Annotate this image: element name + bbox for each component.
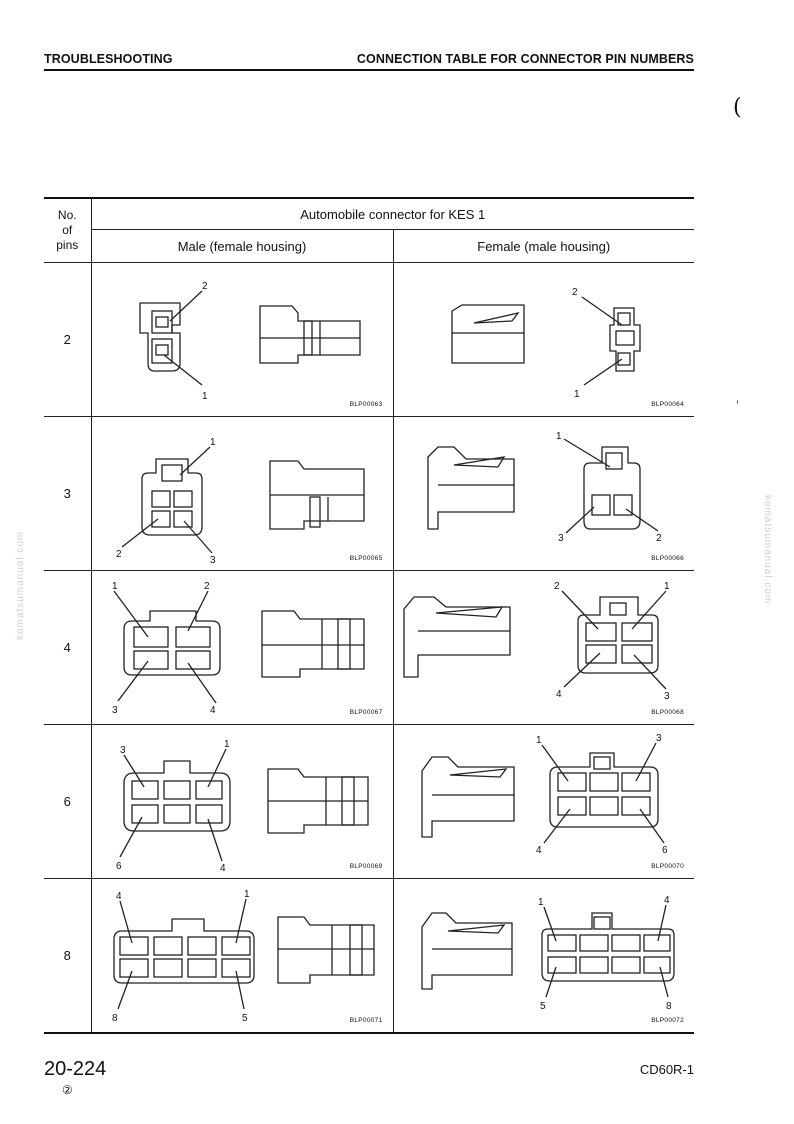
female-connector-cell: 1 4 5 8 BLP00072 [392,878,694,1034]
pin-label: 4 [664,895,670,906]
group-header: Automobile connector for KES 1 [90,198,694,230]
male-connector-cell: 3 1 6 4 BLP00069 [90,724,394,879]
female-connector-cell: 1 3 4 6 BLP00070 [392,724,694,879]
pin-label: 1 [538,897,544,908]
pin-label: 1 [244,889,250,900]
pin-label: 2 [204,581,210,592]
figure-code: BLP00067 [349,709,383,716]
female-8pin-connector-drawing: 1 4 5 8 [420,895,675,1012]
pins-header-line: No. [57,208,77,222]
pin-label: 4 [220,863,226,874]
header-section-title: TROUBLESHOOTING [44,52,173,66]
pin-label: 2 [554,581,560,592]
watermark-left: komatsumanual.com [15,530,26,640]
female-connector-cell: 1 3 2 BLP00066 [392,416,694,571]
female-4pin-connector-drawing: 2 1 4 3 [402,581,670,702]
pin-count: 4 [44,570,92,725]
male-connector-cell: 2 1 BLP00063 [90,262,394,417]
pin-label: 1 [574,389,580,400]
pin-label: 3 [656,733,662,744]
pin-label: 3 [210,555,216,566]
pin-label: 6 [662,845,668,856]
connector-table: No. of pins Automobile connector for KES… [44,197,694,1034]
pin-label: 5 [242,1013,248,1024]
figure-code: BLP00063 [349,401,383,408]
table-row: 2 2 1 BLP00063 [44,262,694,417]
header-rule [44,69,694,71]
model-code: CD60R-1 [639,1062,694,1077]
figure-code: BLP00069 [349,863,383,870]
pin-label: 6 [116,861,122,872]
male-connector-cell: 1 2 3 BLP00065 [90,416,394,571]
figure-code: BLP00064 [651,401,684,408]
pins-column-header: No. of pins [44,198,92,263]
pin-label: 1 [536,735,542,746]
figure-code: BLP00070 [651,863,684,870]
figure-code: BLP00065 [349,555,383,562]
pin-label: 2 [572,287,578,298]
male-connector-cell: 1 2 3 4 BLP00067 [90,570,394,725]
male-column-header: Male (female housing) [90,229,394,263]
pin-label: 4 [536,845,542,856]
pin-label: 8 [666,1001,672,1012]
female-column-header: Female (male housing) [392,229,694,263]
male-8pin-connector-drawing: 4 1 8 5 [112,889,375,1024]
male-2pin-connector-drawing: 2 1 [138,281,361,402]
scan-edge-mark: ' [736,400,739,411]
header-page-title: CONNECTION TABLE FOR CONNECTOR PIN NUMBE… [356,52,694,66]
pin-label: 1 [556,431,562,442]
female-connector-cell: 2 1 BLP00064 [392,262,694,417]
table-row: 4 1 2 3 4 BLP00067 [44,570,694,725]
pins-header-line: of [62,223,73,237]
scan-edge-mark: ( [733,95,742,120]
pin-label: 1 [112,581,118,592]
table-row: 3 1 2 3 BLP00065 [44,416,694,571]
female-3pin-connector-drawing: 1 3 2 [426,431,662,544]
pin-count: 2 [44,262,92,417]
pin-label: 2 [656,533,662,544]
revision-mark: ② [62,1083,73,1097]
pin-count: 3 [44,416,92,571]
table-row: 6 3 1 6 4 [44,724,694,879]
female-2pin-connector-drawing: 2 1 [450,287,641,400]
table-row: 8 4 1 8 [44,878,694,1034]
pin-label: 1 [210,437,216,448]
pin-count: 8 [44,878,92,1034]
pin-label: 3 [558,533,564,544]
female-6pin-connector-drawing: 1 3 4 6 [420,733,668,856]
pin-label: 3 [120,745,126,756]
figure-code: BLP00066 [651,555,684,562]
male-3pin-connector-drawing: 1 2 3 [116,437,365,566]
figure-code: BLP00068 [651,709,684,716]
figure-code: BLP00072 [651,1017,684,1024]
male-6pin-connector-drawing: 3 1 6 4 [116,739,369,874]
pin-label: 8 [112,1013,118,1024]
male-connector-cell: 4 1 8 5 BLP00071 [90,878,394,1034]
pin-label: 3 [112,705,118,716]
female-connector-cell: 2 1 4 3 BLP00068 [392,570,694,725]
page-number: 20-224 [44,1058,107,1080]
pins-header-line: pins [56,238,79,252]
pin-label: 5 [540,1001,546,1012]
male-4pin-connector-drawing: 1 2 3 4 [112,581,365,716]
watermark-right: komatsumanual.com [762,495,773,605]
pin-label: 1 [202,391,208,402]
pin-label: 2 [202,281,208,292]
pin-count: 6 [44,724,92,879]
pin-label: 3 [664,691,670,702]
pin-label: 4 [210,705,216,716]
pin-label: 4 [116,891,122,902]
pin-label: 4 [556,689,562,700]
pin-label: 1 [224,739,230,750]
pin-label: 2 [116,549,122,560]
pin-label: 1 [664,581,670,592]
figure-code: BLP00071 [349,1017,383,1024]
